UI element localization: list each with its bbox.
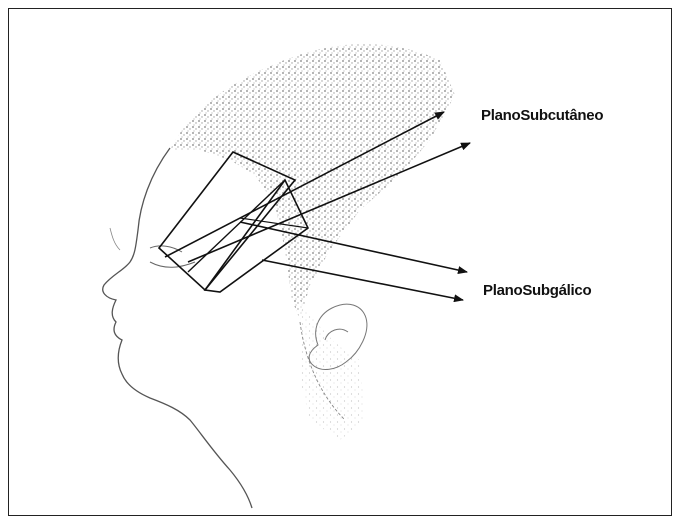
face-profile-outline: [103, 148, 252, 508]
arrow-subgaleal-upper: [240, 222, 467, 272]
label-subcutaneous-plane: PlanoSubcutâneo: [481, 107, 603, 124]
plane-diagonal-1: [188, 180, 285, 272]
neck-shading: [300, 300, 365, 440]
eye-sketch: [150, 246, 195, 267]
cheek-sketch: [110, 228, 120, 250]
label-subgaleal-plane: PlanoSubgálico: [483, 282, 591, 299]
